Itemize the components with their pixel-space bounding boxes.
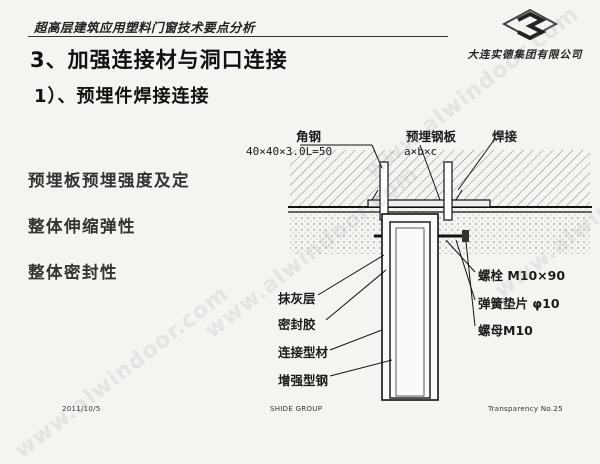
connection-profile <box>381 213 439 401</box>
section-title: 3、加强连接材与洞口连接 <box>30 48 288 72</box>
label-bolt: 螺栓 M10×90 <box>478 268 566 283</box>
concrete-wall <box>290 150 590 207</box>
feature-item: 预埋板预埋强度及定 <box>28 171 190 190</box>
label-weld: 焊接 <box>492 129 518 144</box>
angle-steel <box>379 161 389 221</box>
footer-date: 2011/10/5 <box>62 405 101 413</box>
footer-page: Transparency No.25 <box>488 405 563 413</box>
label-angle-steel-size: 40×40×3.0L=50 <box>246 145 333 158</box>
watermark: www.alwindoor.com <box>10 281 234 464</box>
company-logo-icon <box>501 8 559 41</box>
feature-item: 整体密封性 <box>28 263 118 282</box>
label-spring-washer: 弹簧垫片 φ10 <box>478 296 560 311</box>
plaster-layer <box>290 209 590 254</box>
weld-mark <box>371 189 379 201</box>
label-reinforcement-steel: 增强型钢 <box>278 373 329 388</box>
label-connection-profile: 连接型材 <box>278 345 329 360</box>
footer-org: SHIDE GROUP <box>270 405 323 413</box>
embedded-plate <box>367 199 491 208</box>
label-plaster: 抹灰层 <box>278 291 316 306</box>
subsection-title: 1）、预埋件焊接连接 <box>34 86 210 107</box>
feature-list: 预埋板预埋强度及定 整体伸缩弹性 整体密封性 <box>28 170 190 308</box>
slide: 超高层建筑应用塑料门窗技术要点分析 大连实德集团有限公司 3、加强连接材与洞口连… <box>10 1 600 463</box>
label-embedded-plate-size: a×b×c <box>404 145 438 158</box>
nut <box>462 230 469 242</box>
reinforcement-steel <box>389 221 431 399</box>
feature-item: 整体伸缩弹性 <box>28 217 136 236</box>
header-title: 超高层建筑应用塑料门窗技术要点分析 <box>34 20 256 35</box>
label-nut: 螺母M10 <box>478 323 533 338</box>
label-angle-steel: 角钢 <box>296 129 322 144</box>
company-name: 大连实德集团有限公司 <box>467 49 583 61</box>
label-sealant: 密封胶 <box>278 317 316 332</box>
header-divider <box>28 36 448 38</box>
label-embedded-plate: 预埋钢板 <box>406 129 457 144</box>
